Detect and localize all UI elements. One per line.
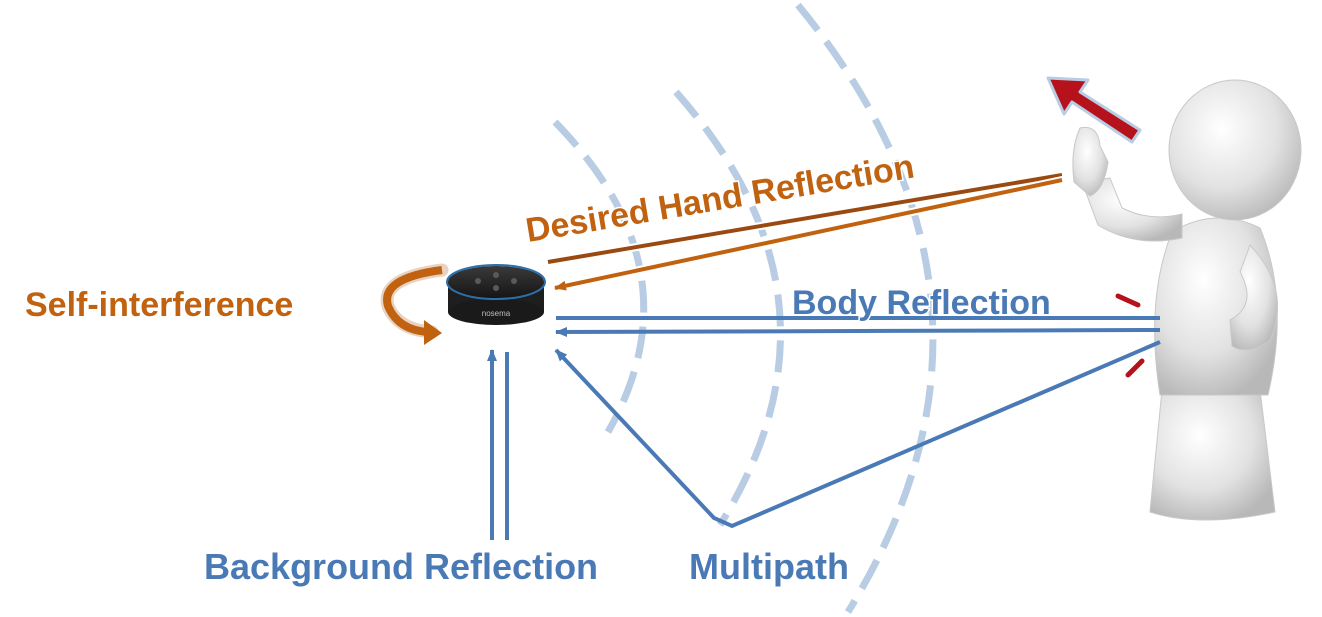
wave-arc-2 xyxy=(673,89,784,527)
self-interference-label: Self-interference xyxy=(25,286,293,324)
body-reflection-arrows xyxy=(555,316,1161,337)
wave-arc-1 xyxy=(552,119,648,434)
multipath-arrows xyxy=(554,340,1161,529)
person-figure xyxy=(1072,79,1302,521)
movement-arrow-icon xyxy=(1046,76,1142,144)
multipath-label: Multipath xyxy=(689,546,849,587)
wave-arc-3 xyxy=(795,2,937,614)
smart-speaker-icon: nosema xyxy=(446,264,546,325)
body-reflection-label: Body Reflection xyxy=(792,284,1051,322)
wavefronts xyxy=(552,2,937,614)
hand-reflection-arrows xyxy=(544,171,1066,292)
background-reflection-label: Background Reflection xyxy=(204,546,598,587)
background-reflection-arrows xyxy=(487,349,509,540)
self-interference-icon xyxy=(380,263,449,345)
body-ticks xyxy=(1115,293,1145,378)
speaker-brand-text: nosema xyxy=(482,309,511,318)
